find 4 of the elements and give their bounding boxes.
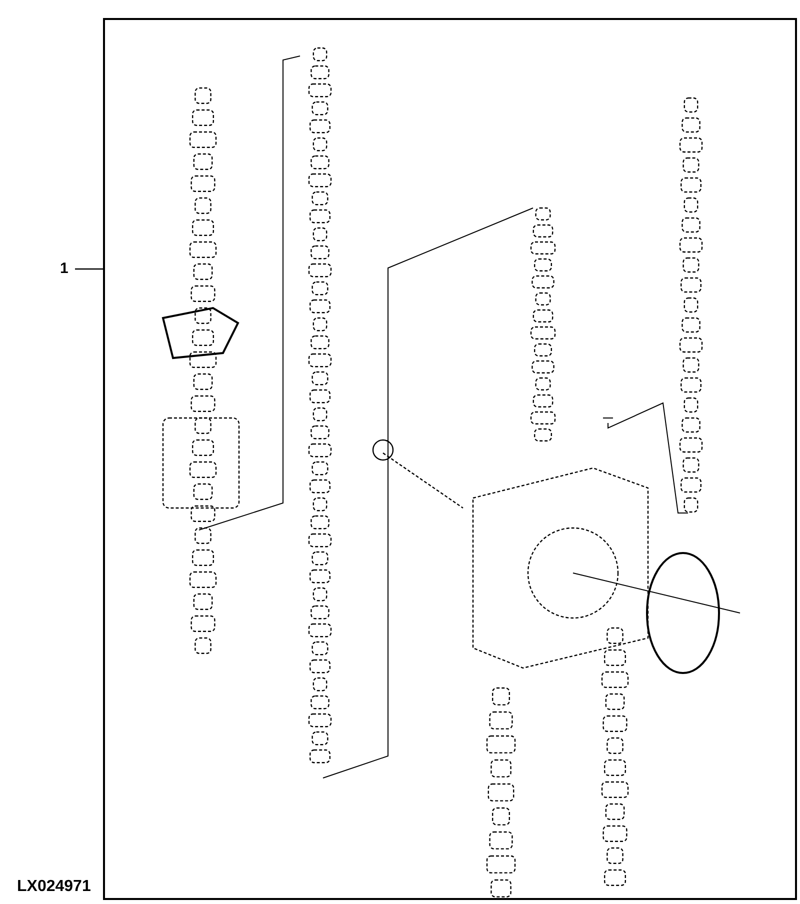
callout-number: 1 (60, 261, 72, 277)
drawing-number: LX024971 (17, 878, 91, 896)
leader-line (75, 268, 103, 270)
frame-border (103, 18, 797, 900)
